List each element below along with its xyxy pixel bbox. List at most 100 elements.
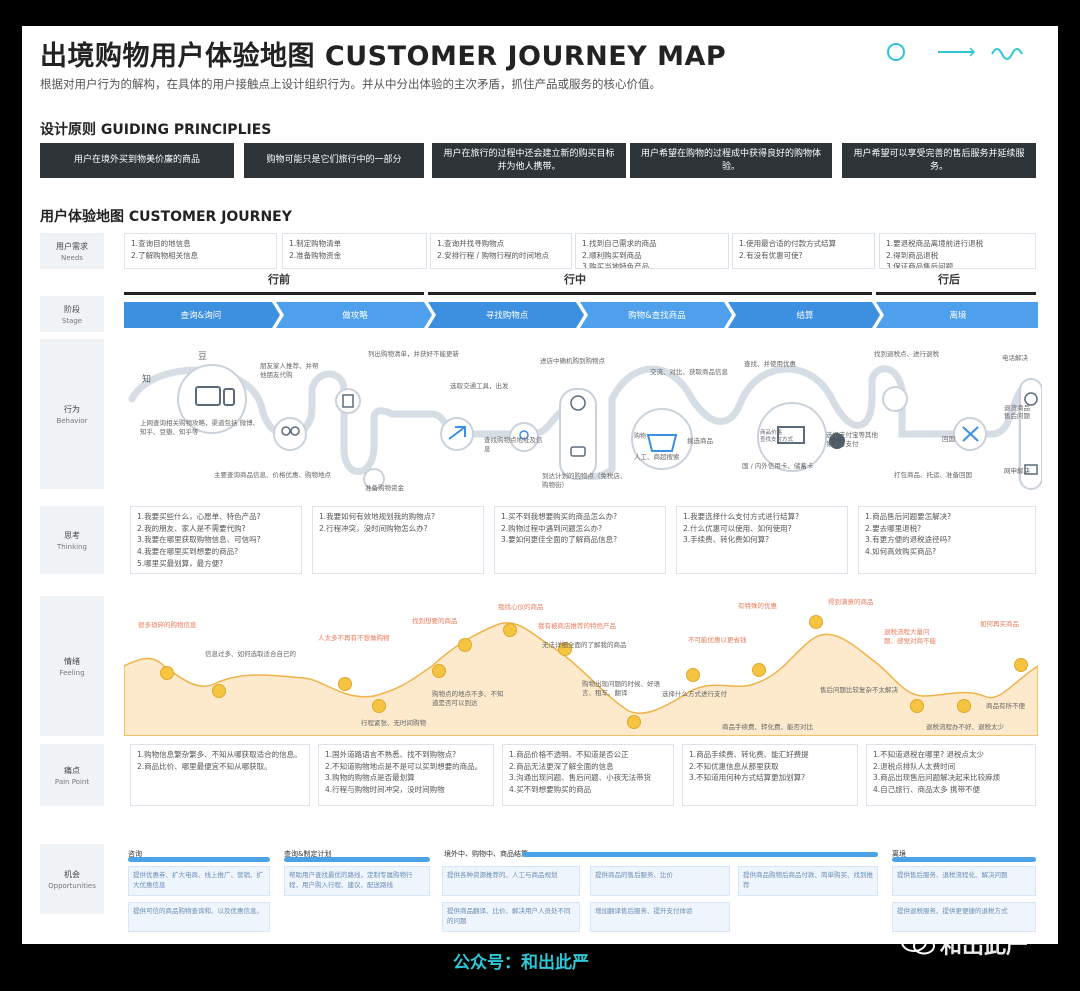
wave-icon <box>991 48 1023 60</box>
opportunity-card: 提供各种资源推荐的、人工与商品规划 <box>442 866 580 896</box>
behavior-note: 列出购物清单，并获好不能更新 <box>368 350 459 358</box>
opportunity-card: 提供商品翻译、比价、解决用户人员处不同的问题 <box>442 902 580 932</box>
behavior-note: 电话解决 <box>1002 354 1028 362</box>
emoji-face-icon <box>627 715 641 729</box>
people-icon <box>273 417 307 451</box>
shopping-basket-icon <box>631 408 693 470</box>
footer-account-name: 公众号：和出此严 <box>453 953 589 973</box>
principle-card: 用户在境外买到物美价廉的商品 <box>40 143 234 178</box>
phase-before: 行前 <box>268 273 290 286</box>
opportunity-header: 境外中、购物中、商品结算 <box>444 850 528 858</box>
behavior-note: 选择支付宝等其他第三方支付 <box>826 431 878 449</box>
behavior-note: 主要查询商品信息、价格优惠、购物地点 <box>214 471 331 479</box>
principle-card: 用户希望在购物的过程成中获得良好的购物体验。 <box>630 143 832 178</box>
pain-point-cell: 1.不知道退税在哪里? 退税点太少 2.退税点排队人太费时间 3.商品出现售后问… <box>866 744 1036 806</box>
opportunity-bar <box>892 857 1036 862</box>
emoji-face-icon <box>752 663 766 677</box>
emoji-face-icon <box>432 664 446 678</box>
needs-cell: 1.查询并找寻购物点 2.安排行程 / 购物行程的时间地点 <box>430 233 572 269</box>
behavior-note: 到达计划的购物点（免税店、购物街） <box>542 472 627 490</box>
behavior-note: 网申解决 <box>1004 467 1030 475</box>
opportunity-header: 查询&制定计划 <box>284 850 332 858</box>
feeling-note: 有特殊的优惠 <box>738 602 777 610</box>
feeling-curve <box>124 622 1038 736</box>
opportunity-card: 提供可信的商品购物查询和、以及优惠信息。 <box>128 902 270 932</box>
wechat-icon <box>901 932 935 955</box>
emoji-face-icon <box>338 677 352 691</box>
social-icon-label: 豆 <box>198 352 208 362</box>
phase-bar <box>124 292 424 295</box>
behavior-flow <box>128 364 1042 490</box>
behavior-note: 选取交通工具，出发 <box>450 382 509 390</box>
page-subtitle: 根据对用户行为的解构，在具体的用户接触点上设计组织行为。并从中分出体验的主次矛盾… <box>40 77 661 91</box>
pain-point-cell: 1.商品手续费、转化费、能汇好费提 2.不知优惠信息从那里获取 3.不知道用何种… <box>682 744 858 806</box>
needs-cell: 1.要退税商品离境前进行退税 2.得到商品退税 3.保证商品售后问题 <box>879 233 1036 269</box>
feeling-note: 选择什么方式进行支付 <box>662 690 727 698</box>
feeling-note: 我找心仪的商品 <box>498 603 544 611</box>
map-pin-icon <box>509 422 539 452</box>
feeling-note: 退税流程办不好、退税太少 <box>926 723 1004 731</box>
feeling-note: 售后问题比较复杂不太解决 <box>820 686 898 694</box>
emoji-face-icon <box>686 668 700 682</box>
feeling-note: 人太多不再有不想做购物 <box>318 634 390 642</box>
journey-heading: 用户体验地图 CUSTOMER JOURNEY <box>40 209 292 225</box>
stage-shopping: 购物&查找商品 <box>628 311 686 321</box>
needs-cell: 1.制定购物清单 2.准备购物资金 <box>282 233 427 269</box>
principles-heading: 设计原则 GUIDING PRINCIPLIES <box>40 122 272 138</box>
register-icon-label: 商品价格 查找支付方式 <box>760 430 794 444</box>
emoji-face-icon <box>372 699 386 713</box>
feeling-note: 商品手续费、转化费、能否对比 <box>722 723 813 731</box>
emoji-face-icon <box>212 684 226 698</box>
journey-map-sheet: 出境购物用户体验地图 CUSTOMER JOURNEY MAP 根据对用户行为的… <box>22 26 1058 944</box>
opportunity-header: 离境 <box>892 850 906 858</box>
feeling-note: 购物出现问题的时候、好语言、租车、翻译 <box>582 680 660 698</box>
opportunity-bar <box>284 857 430 862</box>
needs-cell: 1.找到自己需求的商品 2.顺利购买到商品 3.购买当地特色产品 <box>575 233 729 269</box>
phase-during: 行中 <box>564 273 586 286</box>
circle-icon <box>887 43 905 61</box>
emoji-face-icon <box>957 699 971 713</box>
behavior-note: 挑选商品 <box>687 437 713 445</box>
emoji-face-icon <box>503 623 517 637</box>
emoji-face-icon <box>809 615 823 629</box>
opportunity-card: 提供优惠券、扩大电商、线上推广、营销、扩大优惠信息 <box>128 866 270 896</box>
list-icon <box>335 388 361 414</box>
feeling-note: 退税流程大量问题、感觉对商不能 <box>884 628 936 646</box>
emoji-face-icon <box>458 638 472 652</box>
needs-cell: 1.使用最合适的付款方式结算 2.有没有优惠可使? <box>732 233 875 269</box>
stage-query: 查询&询问 <box>180 311 222 321</box>
behavior-note: 上网查询相关购物攻略，渠道包括 微博、知乎、豆瓣、知乎等 <box>140 419 260 437</box>
feeling-note: 如何再买商品 <box>980 620 1019 628</box>
emoji-face-icon <box>1014 658 1028 672</box>
principle-card: 用户希望可以享受完善的售后服务并延续服务。 <box>842 143 1036 178</box>
opportunity-card: 提供退税服务、提供更便捷的退税方式 <box>892 902 1036 932</box>
feeling-note: 购物点的地点不多、不知道是否可以到达 <box>432 690 504 708</box>
thinking-cell: 1.买不到我想要购买的商品怎么办? 2.购物过程中遇到问题怎么办? 3.要如何更… <box>494 506 666 574</box>
behavior-note: 打包商品、托运、准备回国 <box>894 471 972 479</box>
thinking-cell: 1.我要买些什么，心愿单、特色产品? 2.我的朋友、家人是不需要代购? 3.我要… <box>130 506 302 574</box>
emoji-face-icon <box>160 666 174 680</box>
stage-chevron-bar <box>124 302 1038 328</box>
opportunity-card: 提供商品的售后服务、比价 <box>590 866 730 896</box>
pain-point-cell: 1.购物信息繁杂繁多、不知从哪获取适合的信息。 2.商品比价、哪里最便宜不知从哪… <box>130 744 310 806</box>
opportunity-header: 咨询 <box>128 850 142 858</box>
basket-icon-label: 购物 <box>634 433 647 440</box>
thinking-cell: 1.商品售后问题要怎解决? 2.要去哪里退税? 3.有更方便的退税途径吗? 4.… <box>858 506 1036 574</box>
stage-checkout: 结算 <box>796 311 814 321</box>
stage-find-store: 寻找购物点 <box>485 311 529 321</box>
thinking-cell: 1.我要如何有效地规划我的购物点? 2.行程冲突，没时间购物怎么办? <box>312 506 484 574</box>
behavior-note: 退货商品售后问题 <box>1004 404 1030 421</box>
stage-departure: 离境 <box>949 311 967 321</box>
thinking-cell: 1.我要选择什么支付方式进行结算? 2.什么优惠可以使用、如何使用? 3.手续费… <box>676 506 848 574</box>
feeling-note: 不可能优惠以更省钱 <box>688 636 747 644</box>
phase-bar <box>428 292 872 295</box>
feeling-note: 无法详细全面的了解我的商品 <box>542 641 627 649</box>
feeling-note: 我有被商店推荐的特色产品 <box>538 622 616 630</box>
pain-point-cell: 1.商品价格不透明、不知道是否公正 2.商品无法更深了解全面的信息 3.沟通出现… <box>502 744 674 806</box>
behavior-note: 查找购物点地址及信息 <box>484 436 543 454</box>
